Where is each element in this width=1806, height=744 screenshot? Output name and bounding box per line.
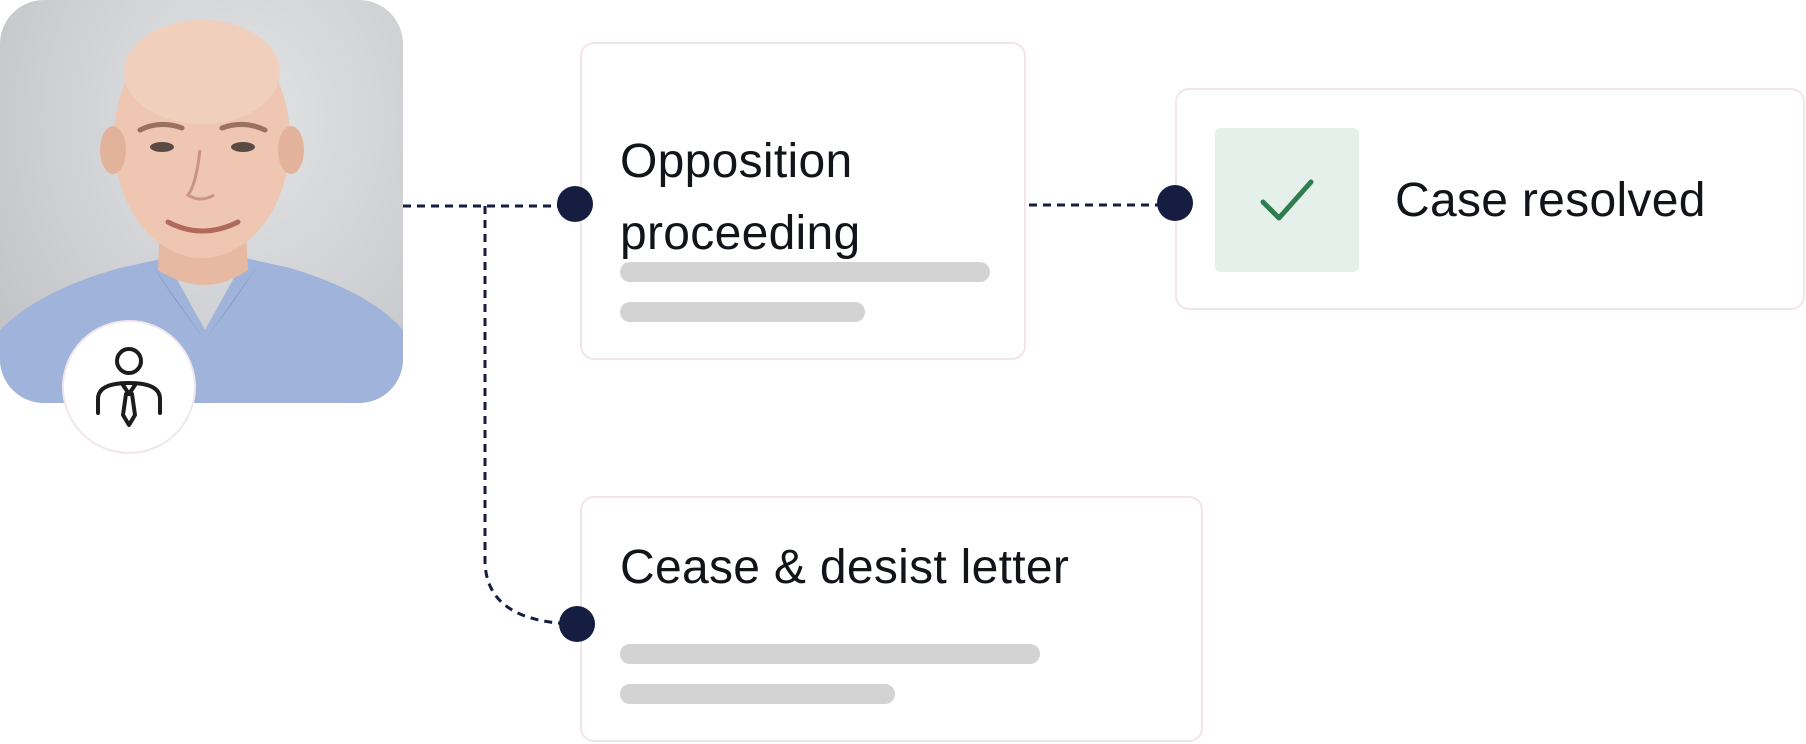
card-title: Case resolved xyxy=(1395,174,1706,227)
connector-node xyxy=(559,606,595,642)
opposition-proceeding-card[interactable]: Opposition proceeding xyxy=(580,42,1026,360)
placeholder-bar xyxy=(620,684,895,704)
check-tile xyxy=(1215,128,1359,272)
placeholder-bar xyxy=(620,644,1040,664)
person-photo xyxy=(0,0,403,403)
card-title-line-1: Opposition xyxy=(620,135,853,188)
case-resolved-card[interactable]: Case resolved xyxy=(1175,88,1805,310)
placeholder-bar xyxy=(620,262,990,282)
connector-node xyxy=(557,186,593,222)
card-title-line-2: proceeding xyxy=(620,207,861,260)
cease-desist-card[interactable]: Cease & desist letter xyxy=(580,496,1203,742)
role-badge xyxy=(62,320,196,454)
check-icon xyxy=(1260,179,1314,221)
placeholder-bar xyxy=(620,302,865,322)
connector-node xyxy=(1157,185,1193,221)
person-with-tie-icon xyxy=(96,347,162,427)
connector-to-cease xyxy=(483,206,576,626)
card-title: Cease & desist letter xyxy=(620,541,1070,594)
card-title: Opposition proceeding xyxy=(620,126,1000,270)
